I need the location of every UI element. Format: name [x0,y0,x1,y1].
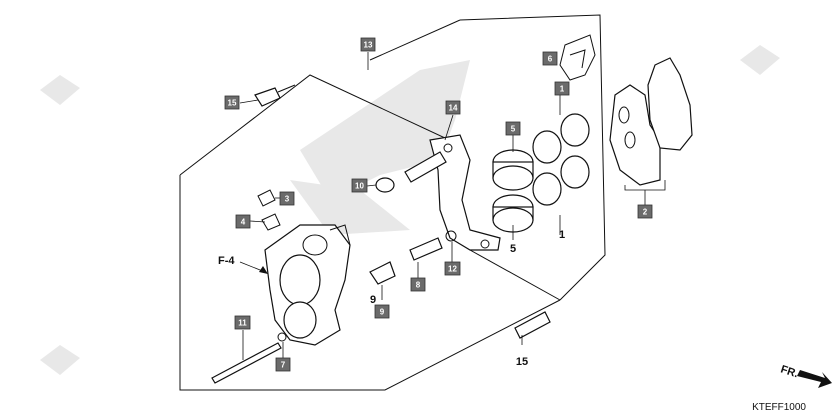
label-5: 5 [510,243,516,255]
callout-14: 14 [445,100,461,115]
svg-text:7: 7 [281,361,286,370]
callout-6: 6 [542,51,558,66]
svg-text:2: 2 [643,208,648,217]
svg-text:4: 4 [241,218,246,227]
svg-text:13: 13 [364,41,373,50]
svg-text:F-4: F-4 [218,255,235,267]
svg-text:6: 6 [548,55,553,64]
svg-text:5: 5 [511,125,516,134]
brake-pads [609,57,693,186]
callout-4: 4 [235,214,251,229]
svg-text:8: 8 [416,281,421,290]
callout-3: 3 [279,191,295,206]
callout-2: 2 [637,204,653,219]
brand-watermark [40,45,780,375]
callout-15-top: 15 [224,95,240,110]
callout-1: 1 [554,81,570,96]
svg-text:11: 11 [238,319,247,328]
callout-13: 13 [360,37,376,52]
pad-spring [559,34,596,81]
piston-seals [532,113,590,206]
svg-text:3: 3 [285,195,290,204]
pistons [492,149,534,233]
label-1: 1 [559,229,565,241]
callout-5-box: 5 [505,121,521,136]
caliper-body [264,224,351,346]
caliper-bracket [429,134,501,251]
front-direction-arrow: FR. [779,363,832,388]
label-15-bottom: 15 [516,356,528,368]
svg-text:9: 9 [380,308,385,317]
svg-text:12: 12 [448,265,457,274]
callout-9-box: 9 [374,304,390,319]
callout-10: 10 [351,178,368,193]
svg-text:15: 15 [228,99,237,108]
svg-text:10: 10 [355,182,364,191]
svg-text:14: 14 [449,104,458,113]
leader-lines [239,52,666,360]
label-9: 9 [370,294,376,306]
svg-text:FR.: FR. [779,363,800,380]
drawing-code: KTEFF1000 [752,402,806,413]
section-reference: F-4 [218,255,268,274]
assembly-frame [179,14,606,391]
fasteners [211,84,551,384]
svg-text:1: 1 [560,85,565,94]
callout-8: 8 [410,277,426,292]
callout-11: 11 [234,315,251,330]
callout-12: 12 [444,261,461,276]
callout-7: 7 [275,357,291,372]
